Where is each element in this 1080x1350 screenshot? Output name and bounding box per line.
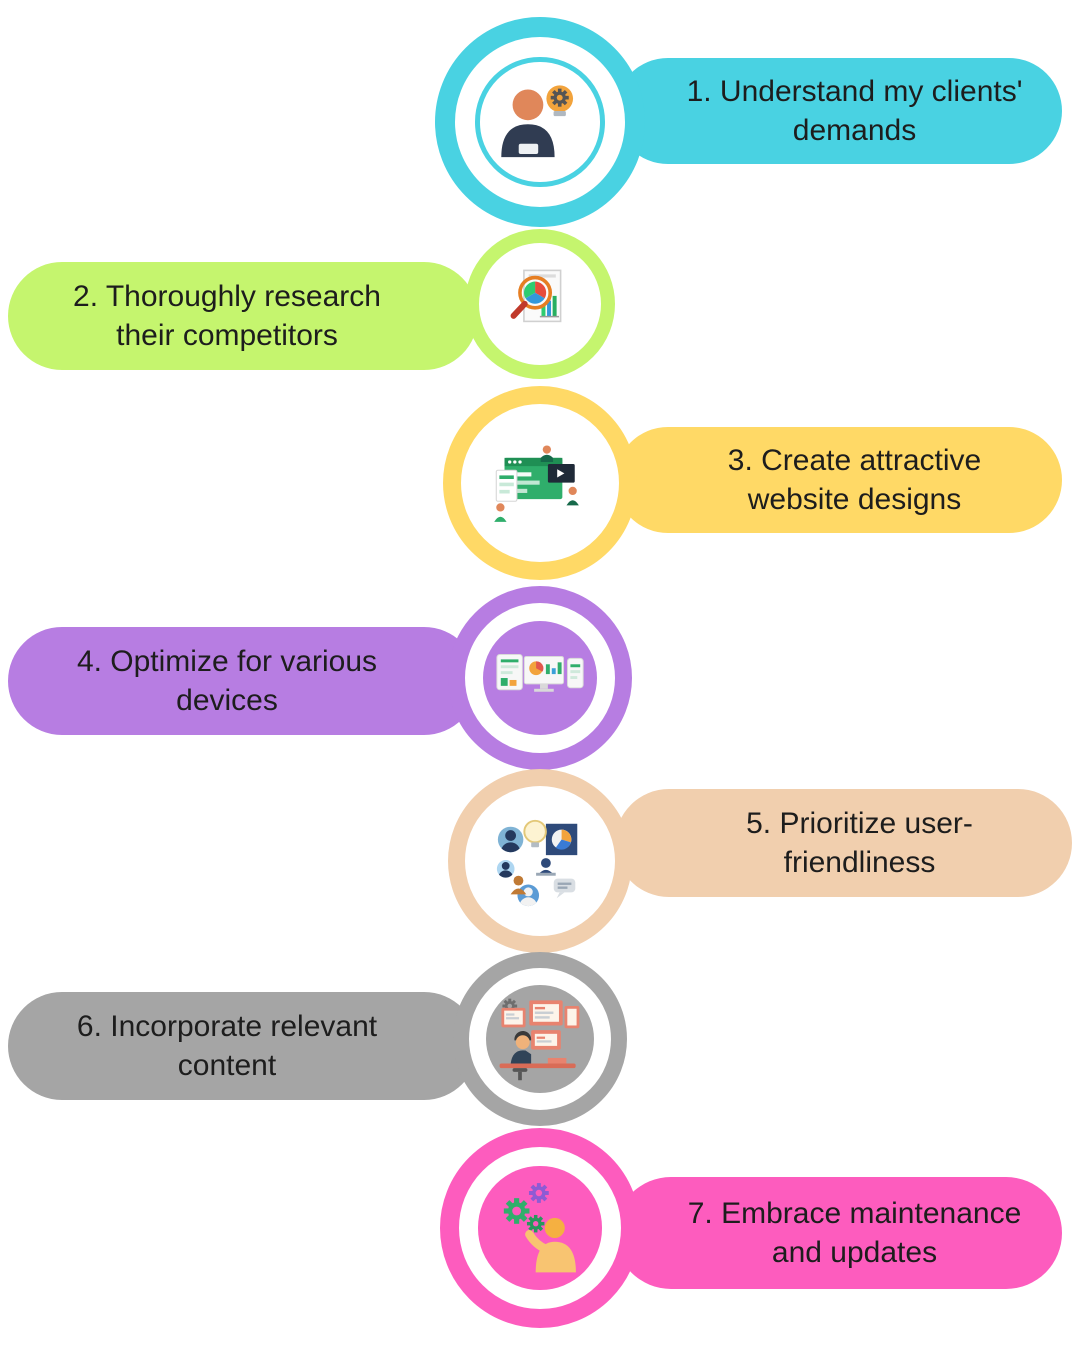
idea-person-icon	[501, 84, 573, 157]
step-1-label-pill: 1. Understand my clients' demands	[615, 58, 1062, 164]
step-7-label-pill: 7. Embrace maintenance and updates	[615, 1177, 1062, 1289]
step-2-circle	[465, 229, 615, 379]
website-builder-icon	[494, 445, 580, 523]
step-7-label: 7. Embrace maintenance and updates	[687, 1197, 1022, 1269]
step-7-icon-disc	[478, 1166, 602, 1290]
step-1-label: 1. Understand my clients' demands	[686, 75, 1023, 147]
user-research-icon	[496, 819, 578, 907]
step-5-label: 5. Prioritize user-friendliness	[746, 807, 973, 879]
step-3-label-pill: 3. Create attractive website designs	[615, 427, 1062, 533]
multi-device-icon	[496, 653, 584, 692]
step-3-label: 3. Create attractive website designs	[727, 444, 982, 516]
step-4-label: 4. Optimize for various devices	[76, 645, 378, 717]
step-6-label: 6. Incorporate relevant content	[76, 1010, 378, 1082]
step-5-icon-disc	[483, 804, 597, 918]
step-1-circle	[435, 17, 645, 227]
gears-maintenance-icon	[498, 1179, 576, 1273]
step-5-label-pill: 5. Prioritize user-friendliness	[615, 789, 1072, 897]
step-4-icon-disc	[483, 621, 597, 735]
step-2-label-pill: 2. Thoroughly research their competitors	[8, 262, 478, 370]
step-2-label: 2. Thoroughly research their competitors	[73, 280, 381, 352]
step-5-circle	[448, 769, 632, 953]
step-4-label-pill: 4. Optimize for various devices	[8, 627, 478, 735]
step-1-icon-disc	[475, 57, 605, 187]
magnifier-analytics-icon	[510, 269, 562, 323]
step-3-circle	[443, 386, 637, 580]
content-workstation-icon	[498, 995, 579, 1080]
step-6-label-pill: 6. Incorporate relevant content	[8, 992, 478, 1100]
step-4-circle	[448, 586, 632, 770]
step-2-icon-disc	[493, 257, 587, 351]
step-6-circle	[453, 952, 627, 1126]
step-6-icon-disc	[486, 985, 594, 1093]
step-7-circle	[440, 1128, 640, 1328]
step-3-icon-disc	[479, 422, 601, 544]
